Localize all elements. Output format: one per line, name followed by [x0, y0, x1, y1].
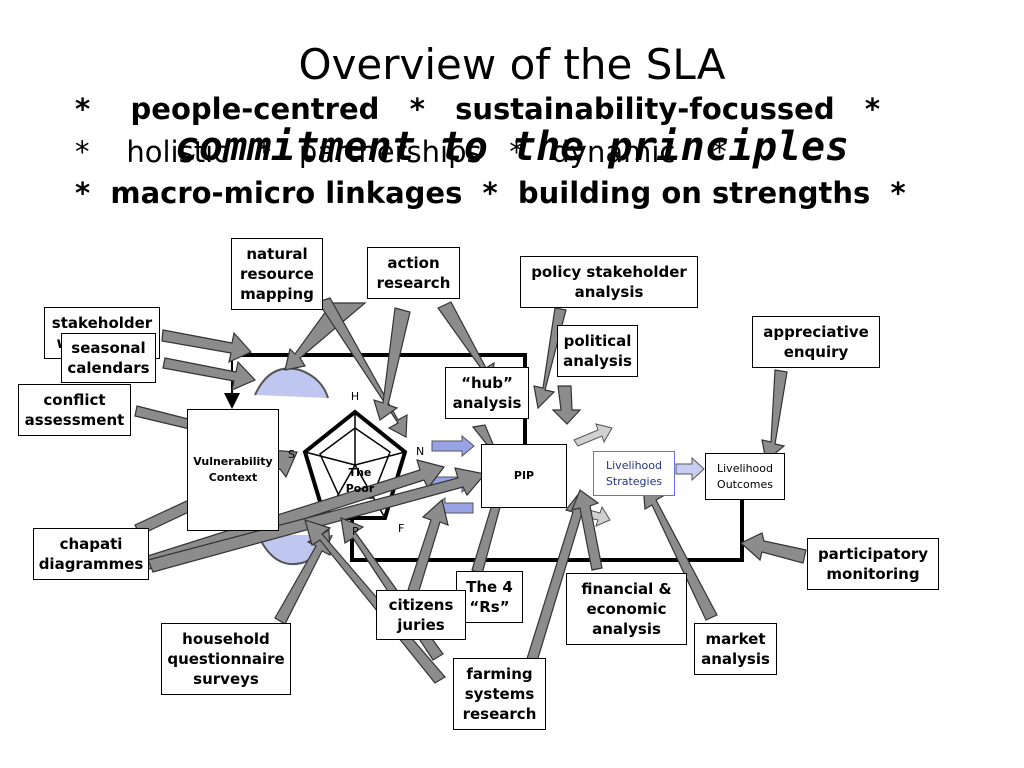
livelihood-outcomes-box: Livelihood Outcomes [705, 453, 785, 500]
the-4rs-box: The 4 “Rs” [456, 571, 523, 623]
frame-bottom [350, 500, 744, 562]
principles-line-1: * people-centred * sustainability-focuss… [75, 92, 881, 126]
principles-line-3: * macro-micro linkages * building on str… [75, 176, 906, 210]
citizens-juries-box: citizens juries [376, 590, 466, 640]
label-n: N [416, 445, 424, 458]
page-title: Overview of the SLA [298, 40, 726, 89]
chapati-diagrammes-box: chapati diagrammes [33, 528, 149, 580]
hub-analysis-box: “hub” analysis [445, 367, 529, 419]
livelihood-strategies-box: Livelihood Strategies [593, 451, 675, 496]
political-analysis-box: political analysis [557, 325, 638, 377]
market-analysis-box: market analysis [694, 623, 777, 675]
principles-overlay: commitment to the principles [174, 124, 850, 170]
grey-arrow-1 [573, 423, 613, 447]
principles-line-2: * holistic * partnerships * dynamic * [75, 135, 727, 169]
financial-economic-analysis-box: financial & economic analysis [566, 573, 687, 645]
the-poor-label: The Poor [345, 466, 375, 495]
label-p: P [352, 525, 359, 538]
seasonal-calendars-box: seasonal calendars [61, 333, 156, 383]
label-s: S [288, 448, 295, 461]
household-surveys-box: household questionnaire surveys [161, 623, 291, 695]
vulnerability-context-box: Vulnerability Context [187, 409, 279, 531]
blue-arrow-1 [431, 434, 475, 458]
label-f: F [398, 522, 404, 535]
policy-stakeholder-analysis-box: policy stakeholder analysis [520, 256, 698, 308]
action-research-box: action research [367, 247, 460, 299]
participatory-monitoring-box: participatory monitoring [807, 538, 939, 590]
natural-resource-mapping-box: natural resource mapping [231, 238, 323, 310]
conflict-assessment-box: conflict assessment [18, 384, 131, 436]
pip-box: PIP [481, 444, 567, 508]
blue-arrow-4 [675, 456, 705, 482]
appreciative-enquiry-box: appreciative enquiry [752, 316, 880, 368]
farming-systems-research-box: farming systems research [453, 658, 546, 730]
label-h: H [351, 390, 359, 403]
curve-arrow-top [254, 367, 329, 399]
